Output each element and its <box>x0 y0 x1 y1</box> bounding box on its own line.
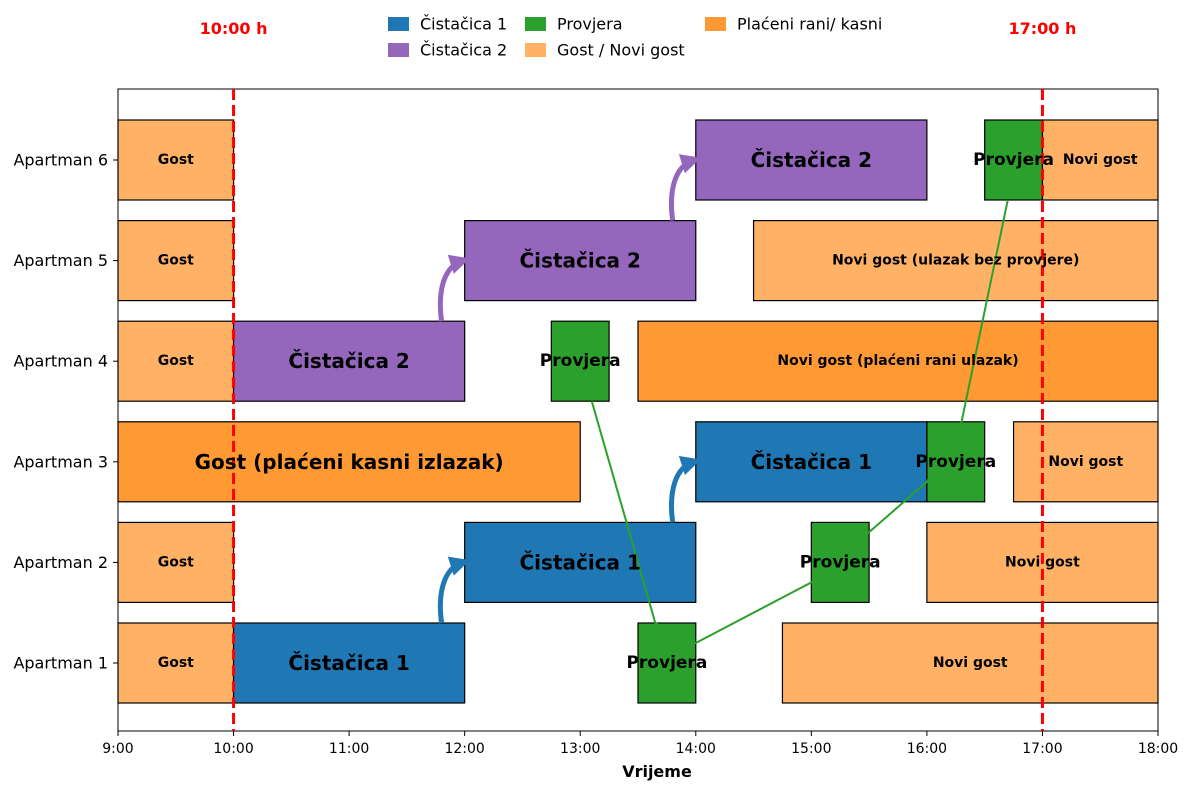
task-label: Provjera <box>800 552 881 572</box>
x-tick-label: 17:00 <box>1022 741 1062 757</box>
cleaner-transition-arrow <box>669 456 701 523</box>
task-label: Novi gost <box>1063 152 1138 168</box>
task-label: Čistačica 2 <box>520 249 641 273</box>
task-label: Gost <box>158 353 194 369</box>
task-label: Novi gost (plaćeni rani ulazak) <box>777 353 1018 369</box>
legend-swatch <box>388 17 409 31</box>
x-tick-label: 15:00 <box>791 741 831 757</box>
task-label: Gost <box>158 152 194 168</box>
task-bar <box>1041 119 1159 201</box>
task-bar <box>232 622 466 704</box>
time-marker-lines <box>232 89 1044 731</box>
task-bar <box>117 220 235 302</box>
time-marker-labels: 10:00 h 17:00 h <box>200 19 1077 38</box>
task-label: Gost <box>158 655 194 671</box>
task-bar <box>117 421 581 503</box>
legend-swatch <box>705 17 726 31</box>
cleaner-transition-arrow <box>437 254 470 322</box>
task-label: Čistačica 2 <box>751 148 872 172</box>
x-tick-label: 12:00 <box>444 741 484 757</box>
task-bar <box>752 220 1159 302</box>
task-bar <box>637 320 1159 402</box>
task-bar <box>117 622 235 704</box>
task-label: Novi gost <box>1048 454 1123 470</box>
y-tick-label: Apartman 5 <box>13 251 108 270</box>
task-label: Novi gost (ulazak bez provjere) <box>832 253 1079 269</box>
y-axis: Apartman 1 Apartman 2 Apartman 3 Apartman 4… <box>13 151 118 673</box>
task-bar <box>637 622 697 704</box>
task-label: Provjera <box>915 452 996 472</box>
x-tick-label: 11:00 <box>329 741 369 757</box>
time-marker-label: 17:00 h <box>1008 19 1076 38</box>
task-bar <box>464 521 697 604</box>
task-label: Provjera <box>626 653 707 673</box>
task-bars <box>117 119 1159 704</box>
x-tick-label: 9:00 <box>102 741 133 757</box>
task-label: Čistačica 1 <box>520 550 641 574</box>
x-tick-label: 18:00 <box>1138 741 1178 757</box>
legend-label: Plaćeni rani/ kasni <box>737 15 882 34</box>
task-label: Novi gost <box>933 655 1008 671</box>
task-label: Čistačica 1 <box>288 651 409 675</box>
legend-label: Provjera <box>557 15 623 34</box>
task-bar <box>117 119 235 201</box>
x-axis-label: Vrijeme <box>622 762 692 781</box>
task-bar <box>926 421 986 503</box>
y-tick-label: Apartman 1 <box>13 654 108 673</box>
legend-swatch <box>525 17 546 31</box>
y-tick-label: Apartman 6 <box>13 151 108 170</box>
task-label: Gost <box>158 253 194 269</box>
task-label: Novi gost <box>1005 554 1080 570</box>
cleaner-transition-arrow <box>669 154 701 221</box>
task-bar <box>464 220 697 302</box>
task-bar <box>984 119 1044 201</box>
legend-label: Gost / Novi gost <box>557 41 685 60</box>
legend-label: Čistačica 2 <box>420 41 507 60</box>
task-label: Provjera <box>973 150 1054 170</box>
y-tick-label: Apartman 3 <box>13 452 108 471</box>
task-bar <box>550 320 610 402</box>
task-bar <box>810 521 870 604</box>
y-tick-label: Apartman 2 <box>13 553 108 572</box>
time-marker-label: 10:00 h <box>200 19 268 38</box>
task-label: Čistačica 1 <box>751 450 872 474</box>
x-tick-label: 14:00 <box>676 741 716 757</box>
x-tick-label: 16:00 <box>907 741 947 757</box>
x-tick-label: 13:00 <box>560 741 600 757</box>
x-tick-label: 10:00 <box>213 741 253 757</box>
inspection-path <box>590 199 1009 645</box>
task-label: Provjera <box>540 351 621 371</box>
y-tick-label: Apartman 4 <box>13 352 108 371</box>
legend-swatch <box>388 43 409 57</box>
task-label: Čistačica 2 <box>288 349 409 373</box>
task-label: Gost <box>158 554 194 570</box>
x-axis: 9:00 10:00 11:00 12:00 13:00 14:00 15:00 16:00 1… <box>102 731 1178 757</box>
inspection-route-line <box>590 199 1009 645</box>
legend-swatch <box>525 43 546 57</box>
task-bar <box>117 320 235 402</box>
legend-label: Čistačica 1 <box>420 15 507 34</box>
cleaner-arrows <box>437 154 701 624</box>
task-bar <box>695 119 928 201</box>
task-bar <box>781 622 1159 704</box>
cleaner-transition-arrow <box>437 556 470 624</box>
task-bar <box>695 421 928 503</box>
task-bar <box>1012 421 1159 503</box>
task-bar <box>232 320 466 402</box>
axes-frame <box>117 88 1159 732</box>
task-label: Gost (plaćeni kasni izlazak) <box>195 450 504 474</box>
